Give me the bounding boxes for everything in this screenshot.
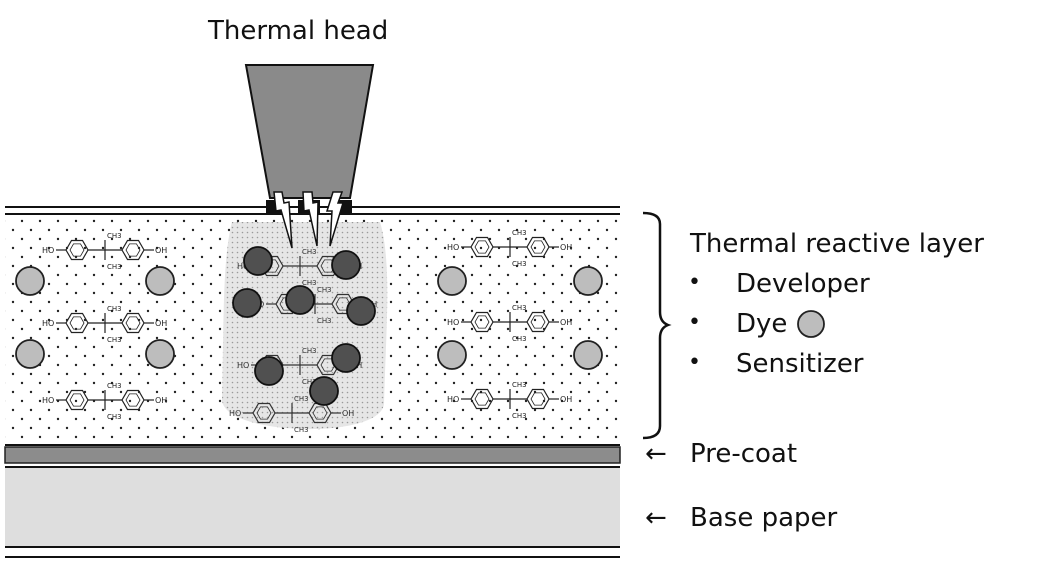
hydroxyl-label: OH	[155, 396, 167, 405]
methyl-label: CH3	[512, 335, 527, 343]
thermal-reactive-layer-label: Thermal reactive layer	[690, 229, 984, 259]
heat-bolt-icon	[273, 191, 293, 249]
developer-label: Developer	[736, 269, 870, 299]
hydroxyl-label: HO	[237, 262, 249, 271]
methyl-label: CH3	[512, 304, 527, 312]
bullet-icon: •	[688, 350, 701, 375]
methyl-label: CH3	[317, 317, 332, 325]
hydroxyl-label: HO	[237, 361, 249, 370]
dye-particle	[573, 340, 603, 370]
thermal-head-label: Thermal head	[208, 16, 389, 46]
dye-particle	[15, 266, 45, 296]
hydroxyl-label: HO	[447, 318, 459, 327]
hydroxyl-label: HO	[42, 319, 54, 328]
dye-particle	[15, 339, 45, 369]
dye-particles	[15, 246, 603, 406]
colored-dye-particle	[346, 296, 376, 326]
colored-dye-particle	[243, 246, 273, 276]
heat-bolt-icon	[302, 191, 319, 247]
precoat-label: Pre-coat	[690, 439, 798, 469]
hydroxyl-label: OH	[560, 243, 572, 252]
bullet-icon: •	[688, 270, 701, 295]
methyl-label: CH3	[294, 395, 309, 403]
methyl-label: CH3	[512, 381, 527, 389]
methyl-label: CH3	[107, 336, 122, 344]
methyl-label: CH3	[512, 229, 527, 237]
bullet-icon: •	[688, 310, 701, 335]
methyl-label: CH3	[512, 412, 527, 420]
base-paper-layer	[5, 468, 620, 546]
hydroxyl-label: OH	[155, 319, 167, 328]
hydroxyl-label: HO	[447, 395, 459, 404]
dye-legend-icon	[797, 310, 825, 338]
arrow-left-icon: ←	[645, 503, 667, 533]
methyl-label: CH3	[107, 382, 122, 390]
hydroxyl-label: OH	[155, 246, 167, 255]
methyl-label: CH3	[107, 263, 122, 271]
heat-bolt-icon	[325, 191, 345, 247]
methyl-label: CH3	[302, 279, 317, 287]
colored-dye-particle	[254, 356, 284, 386]
precoat-layer	[4, 446, 621, 464]
methyl-label: CH3	[294, 426, 309, 434]
base-paper-label: Base paper	[690, 503, 838, 533]
methyl-label: CH3	[302, 248, 317, 256]
hydroxyl-label: HO	[42, 246, 54, 255]
sensitizer-label: Sensitizer	[736, 349, 864, 379]
layer-bracket	[642, 211, 672, 440]
methyl-label: CH3	[512, 260, 527, 268]
methyl-label: CH3	[302, 347, 317, 355]
dye-particle	[145, 339, 175, 369]
hydroxyl-label: HO	[447, 243, 459, 252]
colored-dye-particle	[309, 376, 339, 406]
arrow-left-icon: ←	[645, 439, 667, 469]
methyl-label: CH3	[317, 286, 332, 294]
methyl-label: CH3	[302, 378, 317, 386]
dye-label: Dye	[736, 309, 788, 339]
thermal-head	[244, 64, 375, 249]
colored-dye-particle	[285, 285, 315, 315]
dye-particle	[145, 266, 175, 296]
hydroxyl-label: OH	[560, 318, 572, 327]
dye-particle	[437, 340, 467, 370]
methyl-label: CH3	[107, 413, 122, 421]
dye-particle	[437, 266, 467, 296]
hydroxyl-label: OH	[560, 395, 572, 404]
methyl-label: CH3	[107, 305, 122, 313]
colored-dye-particle	[331, 250, 361, 280]
methyl-label: CH3	[107, 232, 122, 240]
hydroxyl-label: HO	[42, 396, 54, 405]
hydroxyl-label: OH	[342, 409, 354, 418]
hydroxyl-label: HO	[229, 409, 241, 418]
colored-dye-particle	[232, 288, 262, 318]
colored-dye-particle	[331, 343, 361, 373]
dye-particle	[573, 266, 603, 296]
